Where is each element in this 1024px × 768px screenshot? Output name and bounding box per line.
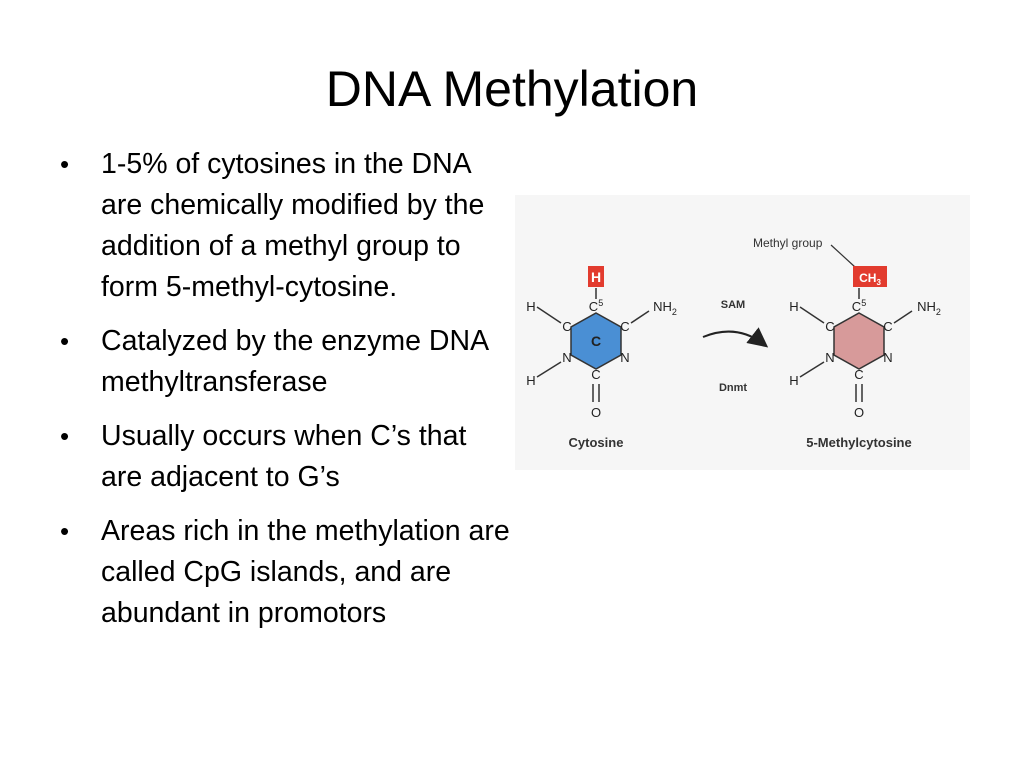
bullet-item: • Areas rich in the methylation are calle…	[60, 511, 510, 634]
atom-label: C	[883, 319, 892, 334]
bullet-text: Usually occurs when C’s that are adjacen…	[101, 420, 467, 493]
atom-label: C	[591, 367, 600, 382]
atom-label: C	[562, 319, 571, 334]
c5-label: C5	[852, 298, 866, 314]
atom-label: C	[620, 319, 629, 334]
cytosine-molecule: H C5 C C C N N C H H NH2 O Cytosine	[526, 266, 677, 450]
bond-line	[799, 361, 825, 378]
bullet-item: • Usually occurs when C’s that are adjace…	[60, 416, 510, 498]
atom-label: H	[526, 299, 535, 314]
bullet-icon: •	[60, 149, 70, 179]
bullet-item: • Catalyzed by the enzyme DNA methyltrans…	[60, 321, 510, 403]
bullet-icon: •	[60, 326, 70, 356]
atom-label: H	[789, 299, 798, 314]
ring-center-label: C	[591, 333, 601, 349]
cytosine-ring-icon	[570, 312, 622, 370]
amine-label: NH2	[917, 299, 941, 317]
sam-label: SAM	[721, 299, 745, 311]
amine-label: NH2	[653, 299, 677, 317]
bullet-icon: •	[60, 421, 70, 451]
bullet-text: Areas rich in the methylation are called…	[101, 515, 510, 629]
bond-line	[893, 310, 913, 324]
dnmt-label: Dnmt	[719, 382, 747, 394]
slide-title: DNA Methylation	[325, 61, 699, 117]
pointer-line	[830, 244, 856, 268]
bullet-icon: •	[60, 516, 70, 546]
bullet-text: 1-5% of cytosines in the DNA are chemica…	[101, 148, 485, 303]
reaction-arrow: SAM Dnmt	[702, 299, 769, 394]
bond-line	[536, 361, 562, 378]
bullet-list: • 1-5% of cytosines in the DNA are chemic…	[60, 144, 510, 647]
atom-label: N	[883, 350, 892, 365]
cytosine-label: Cytosine	[569, 435, 624, 450]
methylation-diagram-svg: H C5 C C C N N C H H NH2 O Cytosine SAM …	[526, 236, 941, 450]
ch3-label: CH3	[859, 271, 881, 287]
bullet-item: • 1-5% of cytosines in the DNA are chemic…	[60, 144, 510, 308]
bond-line	[536, 306, 562, 324]
methyl-group-label: Methyl group	[753, 236, 823, 250]
methyl-highlight-icon	[853, 266, 887, 287]
bullet-text: Catalyzed by the enzyme DNA methyltransf…	[101, 325, 488, 398]
c5-label: C5	[589, 298, 603, 314]
hydrogen-highlight-icon	[588, 266, 604, 287]
atom-label: C	[854, 367, 863, 382]
methylation-diagram: H C5 C C C N N C H H NH2 O Cytosine SAM …	[515, 195, 970, 470]
atom-label: N	[562, 350, 571, 365]
atom-label: O	[854, 405, 864, 420]
arrow-icon	[702, 327, 769, 348]
atom-label: O	[591, 405, 601, 420]
atom-label: H	[789, 373, 798, 388]
methylcytosine-ring-icon	[833, 312, 885, 370]
bond-line	[630, 310, 650, 324]
hydrogen-label: H	[591, 269, 601, 285]
bond-line	[799, 306, 825, 324]
atom-label: N	[620, 350, 629, 365]
atom-label: C	[825, 319, 834, 334]
atom-label: N	[825, 350, 834, 365]
methylcytosine-molecule: Methyl group CH3 C5 C C N N C H H NH2 O …	[753, 236, 941, 450]
atom-label: H	[526, 373, 535, 388]
methylcytosine-label: 5-Methylcytosine	[806, 435, 911, 450]
